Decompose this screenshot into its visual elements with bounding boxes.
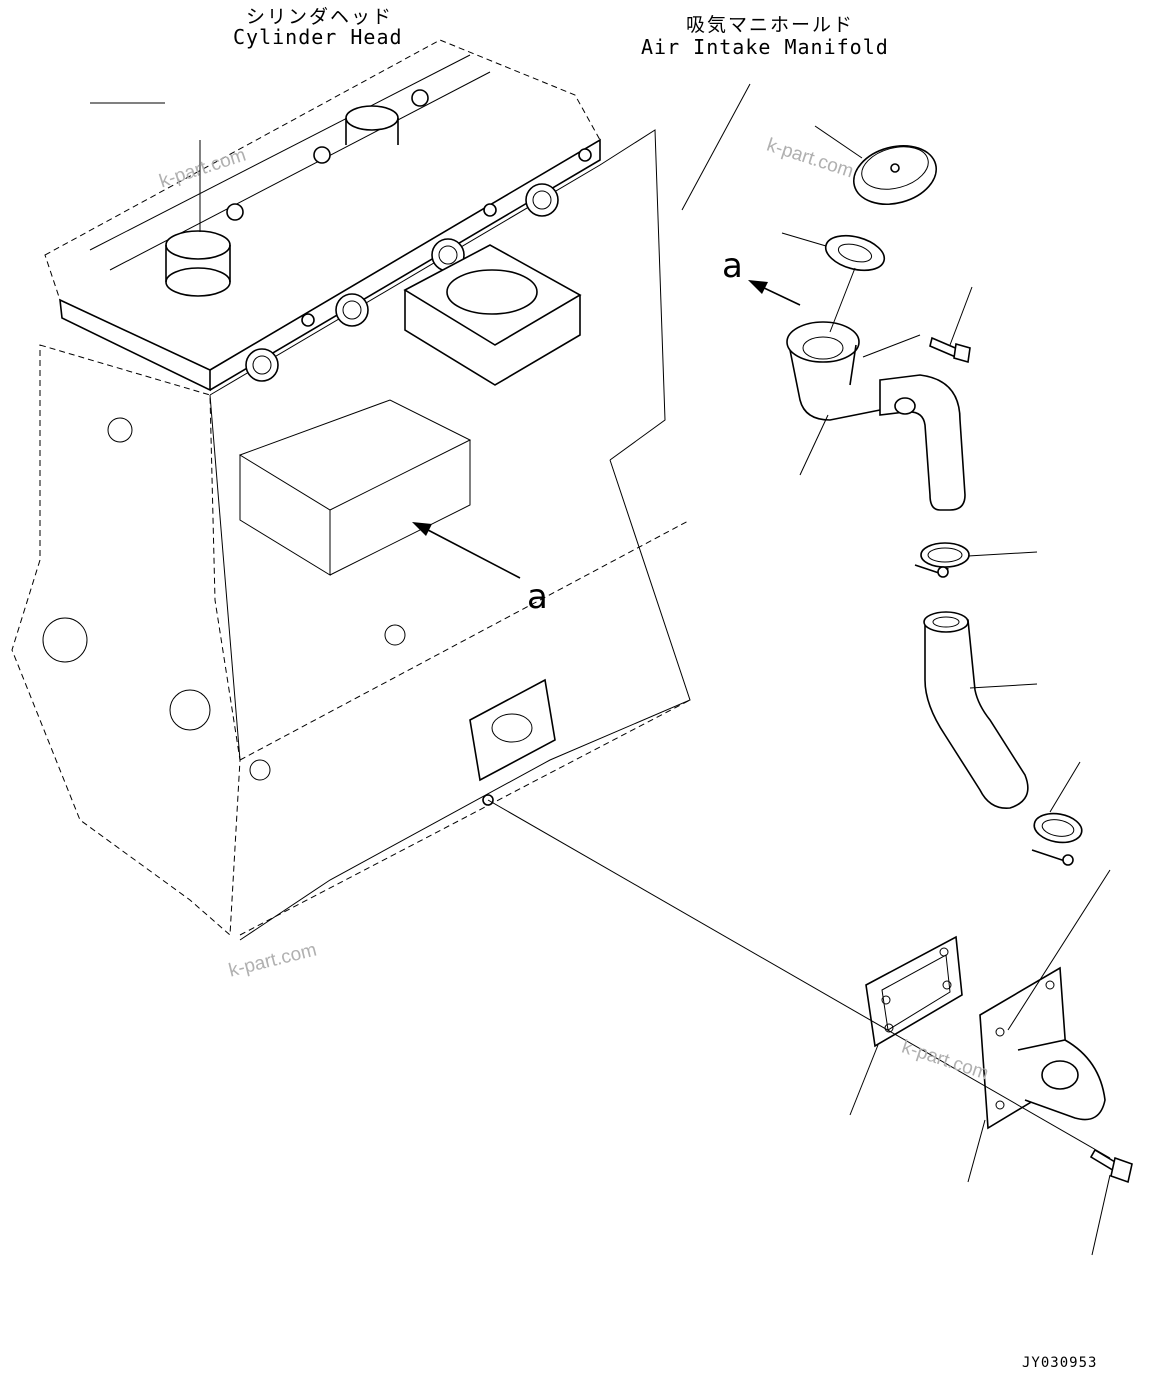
- water-outlet: [979, 966, 1106, 1130]
- coolant-hose: [923, 611, 1029, 809]
- filler-neck: [786, 321, 966, 511]
- head-bolts: [226, 89, 592, 327]
- intake-manifold-label-en: Air Intake Manifold: [641, 35, 889, 59]
- cylinder-head-label-en: Cylinder Head: [233, 25, 403, 49]
- view-a-callout-bottom: a: [527, 577, 548, 617]
- port-rings: [245, 183, 559, 382]
- hose-clamp-upper: [914, 542, 970, 578]
- leader-lines: [90, 83, 1111, 1256]
- cylinder-head-label-jp: シリンダヘッド: [246, 6, 394, 28]
- bolts: [929, 336, 1133, 1184]
- drawing-code: JY030953: [1022, 1355, 1098, 1371]
- view-a-callout-top: a: [722, 246, 743, 286]
- intake-manifold-label-jp: 吸気マニホールド: [686, 14, 855, 36]
- filler-cap: [852, 145, 938, 205]
- engine-block: [11, 39, 691, 941]
- exploded-parts: [786, 145, 1133, 1184]
- flange-gasket: [865, 935, 963, 1048]
- gasket-ring: [824, 234, 886, 272]
- hose-clamp-lower: [1031, 812, 1083, 866]
